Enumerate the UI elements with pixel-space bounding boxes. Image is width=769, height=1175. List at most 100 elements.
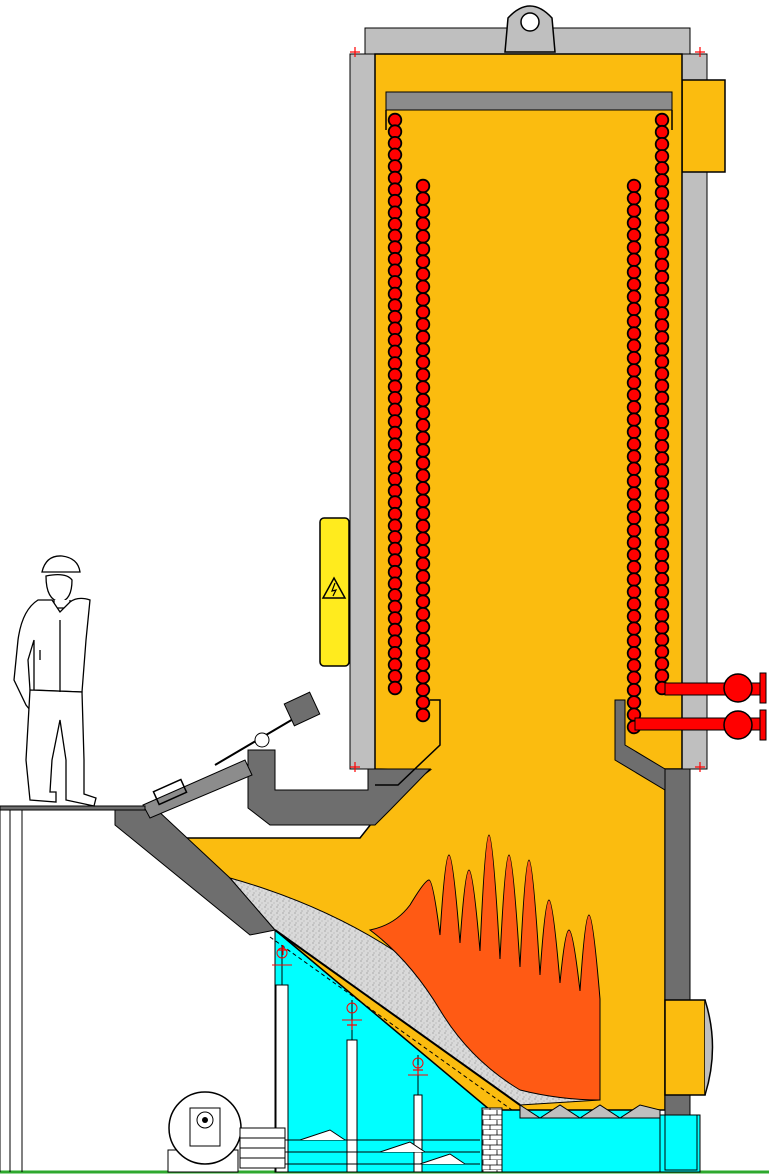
water-tube — [654, 439, 670, 454]
water-tube — [626, 301, 642, 317]
water-tube — [626, 596, 642, 612]
water-tube — [626, 289, 642, 304]
flange-marker — [413, 1065, 423, 1075]
water-tube — [654, 124, 670, 140]
water-tube — [654, 112, 670, 128]
right-shoulder — [614, 699, 666, 791]
water-tube — [626, 363, 642, 378]
water-tube — [654, 572, 670, 587]
water-tube — [626, 646, 642, 661]
water-tube — [654, 451, 670, 466]
ash-door — [664, 999, 714, 1096]
water-tube — [415, 556, 431, 572]
water-tube — [626, 510, 642, 526]
water-tube — [415, 531, 431, 546]
water-tube — [626, 461, 642, 477]
flange-marker — [695, 47, 705, 57]
grate-support-leg — [272, 945, 292, 1173]
water-tube — [654, 221, 670, 237]
water-tube — [415, 430, 431, 446]
water-tube — [654, 269, 670, 285]
water-tube-banks — [387, 112, 670, 735]
water-tube — [415, 178, 431, 194]
water-tube — [654, 487, 670, 502]
water-tube — [654, 523, 670, 539]
water-tube — [654, 559, 670, 575]
left-shoulder — [247, 749, 432, 826]
water-tube — [415, 292, 431, 307]
flange-marker — [695, 762, 705, 772]
water-tube — [626, 400, 642, 415]
water-tube — [415, 468, 431, 483]
water-tube — [415, 493, 431, 509]
water-tube — [626, 670, 642, 686]
water-tube — [626, 473, 642, 489]
warning-plate — [319, 517, 350, 667]
water-tube — [654, 547, 670, 563]
water-tube — [626, 609, 642, 624]
water-tube — [626, 498, 642, 513]
water-tube — [415, 229, 431, 244]
water-tube — [626, 412, 642, 427]
water-tube — [415, 329, 431, 345]
water-tube — [654, 306, 670, 321]
water-tube — [654, 354, 670, 369]
water-tube — [654, 161, 670, 176]
operator-platform — [0, 805, 146, 1172]
water-tube — [654, 197, 670, 212]
right-inner-tube-bank — [626, 178, 642, 735]
water-tube — [415, 607, 431, 622]
left-casing — [349, 53, 376, 770]
water-tube — [415, 670, 431, 685]
water-tube — [654, 475, 670, 490]
water-tube — [654, 668, 670, 684]
water-tube — [654, 620, 670, 635]
water-tube — [626, 203, 642, 218]
upper-baffle — [385, 91, 673, 111]
water-tube — [654, 257, 670, 273]
flue-outlet-box — [681, 79, 726, 173]
electrical-hazard-warning-icon — [321, 576, 347, 599]
water-tube — [626, 215, 642, 231]
water-tube — [626, 584, 642, 600]
water-tube — [626, 572, 642, 587]
water-tube — [415, 254, 431, 269]
water-tube — [626, 191, 642, 206]
water-tube — [626, 338, 642, 354]
boiler-operator-figure — [13, 555, 97, 807]
water-tube — [415, 443, 431, 458]
water-tube — [415, 695, 431, 710]
flange-marker — [278, 945, 288, 955]
water-tube — [415, 644, 431, 660]
flange-marker — [347, 1020, 357, 1030]
water-tube — [654, 233, 670, 249]
water-tube — [654, 644, 670, 659]
water-tube — [626, 375, 642, 390]
flange-markers — [278, 47, 705, 1075]
water-tube — [626, 277, 642, 292]
water-tube — [654, 402, 670, 418]
water-tube — [626, 387, 642, 403]
water-tube — [415, 380, 431, 395]
water-tube — [626, 560, 642, 575]
water-tube — [654, 511, 670, 527]
water-tube — [654, 390, 670, 406]
water-tube — [626, 633, 642, 649]
water-tube — [415, 569, 431, 584]
water-tube — [415, 707, 431, 723]
water-tube — [654, 414, 670, 430]
flange-marker — [350, 762, 360, 772]
water-tube — [415, 632, 431, 647]
flange-marker — [350, 47, 360, 57]
water-tube — [415, 594, 431, 609]
right-outer-tube-bank — [654, 112, 670, 696]
right-casing — [681, 53, 708, 770]
grate-supports — [272, 945, 428, 1173]
water-tube — [626, 535, 642, 550]
water-tube — [626, 240, 642, 255]
water-tube — [387, 680, 403, 696]
water-tube — [415, 367, 431, 383]
water-tube — [654, 318, 670, 333]
water-tube — [415, 191, 431, 206]
